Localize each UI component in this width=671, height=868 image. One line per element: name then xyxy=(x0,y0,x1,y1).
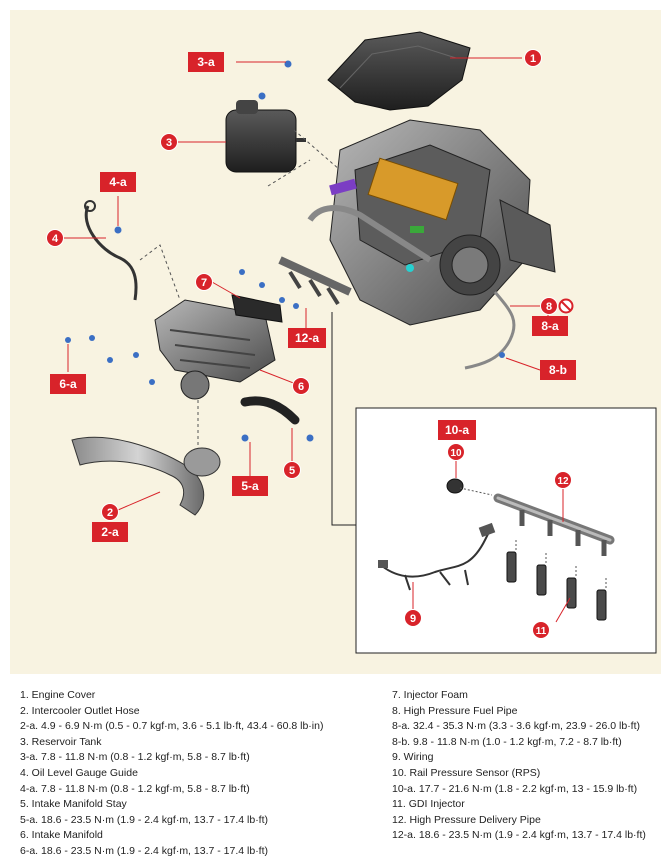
legend-item: 12. High Pressure Delivery Pipe xyxy=(392,813,541,826)
callout-1: 1 xyxy=(524,49,542,67)
svg-text:2: 2 xyxy=(107,507,113,519)
oil-level-gauge-guide xyxy=(84,200,138,301)
callout-11: 11 xyxy=(532,621,550,639)
callout-10a: 10-a xyxy=(438,420,476,440)
legend-item: 3-a. 7.8 - 11.8 N·m (0.8 - 1.2 kgf·m, 5.… xyxy=(20,751,250,764)
legend-item: 4. Oil Level Gauge Guide xyxy=(20,766,138,779)
svg-text:10-a: 10-a xyxy=(445,423,469,437)
legend-item: 7. Injector Foam xyxy=(392,689,468,701)
delivery-pipe-installed xyxy=(278,256,352,306)
callout-3: 3 xyxy=(160,133,178,151)
svg-text:6-a: 6-a xyxy=(59,377,77,391)
legend-item: 5-a. 18.6 - 23.5 N·m (1.9 - 2.4 kgf·m, 1… xyxy=(20,813,269,826)
svg-text:3-a: 3-a xyxy=(197,55,215,69)
svg-text:3: 3 xyxy=(166,137,172,149)
legend-item: 8-b. 9.8 - 11.8 N·m (1.0 - 1.2 kgf·m, 7.… xyxy=(392,735,622,748)
svg-text:10: 10 xyxy=(450,448,462,459)
intake-manifold xyxy=(154,299,276,400)
legend-item: 1. Engine Cover xyxy=(20,689,96,701)
legend-item: 8-a. 32.4 - 35.3 N·m (3.3 - 3.6 kgf·m, 2… xyxy=(392,720,641,733)
inset-fuel-rail-detail xyxy=(331,312,657,654)
leader-line xyxy=(259,369,297,385)
intake-manifold-stay xyxy=(240,396,300,425)
legend-item: 4-a. 7.8 - 11.8 N·m (0.8 - 1.2 kgf·m, 5.… xyxy=(20,782,250,795)
callout-12: 12 xyxy=(554,471,572,489)
callout-9: 9 xyxy=(404,609,422,627)
high-pressure-fuel-pipe xyxy=(464,291,516,370)
legend-item: 6. Intake Manifold xyxy=(20,829,103,842)
fastener-bolts xyxy=(65,60,505,442)
svg-text:8-a: 8-a xyxy=(541,319,559,333)
leader-line xyxy=(117,491,161,511)
svg-text:8-b: 8-b xyxy=(549,363,567,377)
svg-text:6: 6 xyxy=(298,381,304,393)
svg-text:5: 5 xyxy=(289,465,295,477)
callout-4a: 4-a xyxy=(100,172,136,192)
reservoir-tank xyxy=(225,100,306,173)
svg-text:11: 11 xyxy=(536,626,547,637)
callout-2a: 2-a xyxy=(92,522,128,542)
callout-10: 10 xyxy=(447,443,465,461)
intercooler-outlet-hose xyxy=(71,436,221,516)
guide-dash xyxy=(139,244,181,301)
svg-text:1: 1 xyxy=(530,53,536,65)
callout-4: 4 xyxy=(46,229,64,247)
svg-text:9: 9 xyxy=(410,613,416,625)
svg-text:7: 7 xyxy=(201,277,207,289)
callout-6: 6 xyxy=(292,377,310,395)
legend-item: 2-a. 4.9 - 6.9 N·m (0.5 - 0.7 kgf·m, 3.6… xyxy=(20,720,324,733)
legend-item: 5. Intake Manifold Stay xyxy=(20,798,127,811)
engine-cover xyxy=(327,31,471,111)
callout-6a: 6-a xyxy=(50,374,86,394)
legend-left: 1. Engine Cover 2. Intercooler Outlet Ho… xyxy=(20,688,323,860)
legend-item: 12-a. 18.6 - 23.5 N·m (1.9 - 2.4 kgf·m, … xyxy=(392,829,646,842)
callout-8b: 8-b xyxy=(540,360,576,380)
leader-line xyxy=(211,281,241,299)
svg-text:12: 12 xyxy=(557,476,569,487)
injector-foam xyxy=(231,294,283,323)
svg-text:8: 8 xyxy=(546,301,552,313)
callout-5a: 5-a xyxy=(232,476,268,496)
svg-text:5-a: 5-a xyxy=(241,479,259,493)
callout-8: 8 xyxy=(540,297,558,315)
legend-item: 8. High Pressure Fuel Pipe xyxy=(392,704,518,717)
legend-item: 9. Wiring xyxy=(392,751,434,764)
legend-item: 11. GDI Injector xyxy=(392,798,465,811)
exploded-view-diagram: 1 3 4 7 6 5 2 8 10 12 9 xyxy=(10,10,661,674)
engine-assembly xyxy=(307,119,556,326)
callout-5: 5 xyxy=(283,461,301,479)
callout-7: 7 xyxy=(195,273,213,291)
legend-item: 10. Rail Pressure Sensor (RPS) xyxy=(392,766,541,779)
leader-line xyxy=(505,357,541,371)
callout-12a: 12-a xyxy=(288,328,326,348)
legend-item: 10-a. 17.7 - 21.6 N·m (1.8 - 2.2 kgf·m, … xyxy=(392,782,638,795)
svg-text:12-a: 12-a xyxy=(295,331,319,345)
do-not-reuse-icon xyxy=(558,298,574,314)
callout-3a: 3-a xyxy=(188,52,224,72)
guide-dash xyxy=(267,129,341,187)
svg-text:4-a: 4-a xyxy=(109,175,127,189)
legend-right: 7. Injector Foam 8. High Pressure Fuel P… xyxy=(392,688,646,844)
legend-item: 2. Intercooler Outlet Hose xyxy=(20,704,140,717)
svg-text:4: 4 xyxy=(52,233,59,245)
svg-text:2-a: 2-a xyxy=(101,525,119,539)
callout-8a: 8-a xyxy=(532,316,568,336)
callout-2: 2 xyxy=(101,503,119,521)
legend-item: 6-a. 18.6 - 23.5 N·m (1.9 - 2.4 kgf·m, 1… xyxy=(20,844,269,857)
legend-item: 3. Reservoir Tank xyxy=(20,735,102,748)
